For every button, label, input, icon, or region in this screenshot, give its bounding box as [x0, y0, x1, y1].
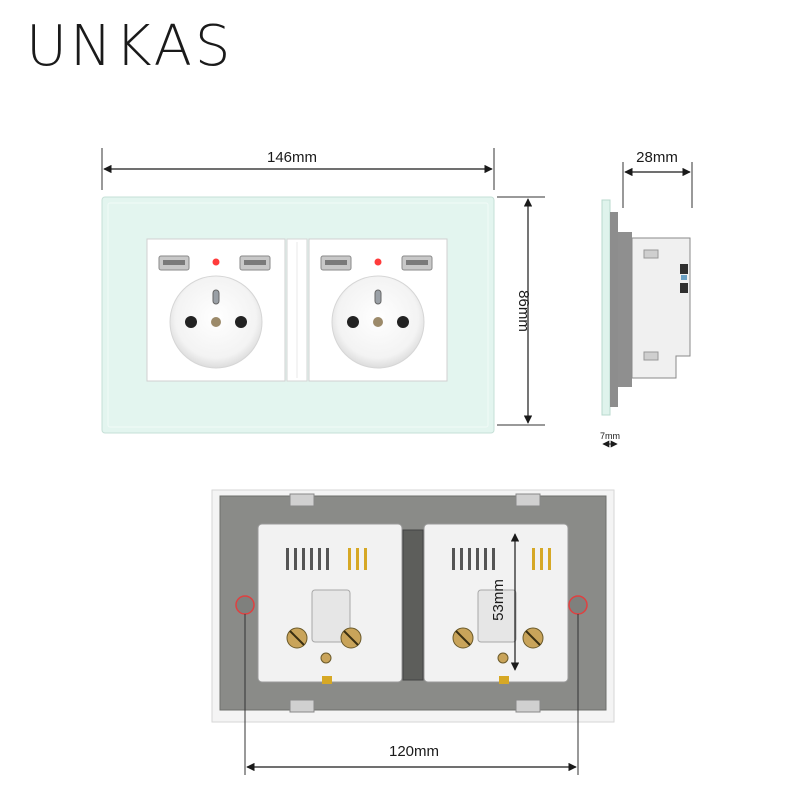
schuko-socket-left — [169, 275, 263, 369]
glass-thickness-dimension: 7mm — [600, 431, 620, 448]
front-width-dimension: 146mm — [101, 148, 495, 190]
back-height-label: 53mm — [490, 579, 507, 621]
screw-hole-marker-left — [235, 595, 255, 615]
socket-module-right — [308, 238, 448, 382]
front-view: 146mm — [101, 148, 545, 434]
indicator-led-left — [212, 258, 220, 266]
side-glass — [601, 199, 611, 416]
side-depth-label: 28mm — [636, 149, 678, 166]
glass-thickness-label: 7mm — [600, 431, 620, 441]
back-view: 53mm 120mm — [211, 489, 615, 775]
back-module-left — [257, 523, 403, 684]
side-view: 28mm 7mm — [600, 149, 693, 448]
usb-port-right-1 — [320, 255, 352, 271]
side-body — [618, 232, 691, 387]
socket-module-left — [146, 238, 286, 382]
indicator-led-right — [374, 258, 382, 266]
front-height-dimension: 86mm — [497, 196, 545, 426]
front-width-label: 146mm — [267, 149, 317, 166]
screw-hole-marker-right — [568, 595, 588, 615]
front-height-label: 86mm — [515, 290, 532, 332]
back-width-dimension: 120mm — [244, 614, 579, 775]
brand-logo: UNKAS — [26, 14, 234, 79]
back-width-label: 120mm — [389, 743, 439, 760]
side-depth-dimension: 28mm — [622, 149, 693, 208]
usb-port-left-1 — [158, 255, 190, 271]
back-module-right — [423, 523, 569, 684]
schuko-socket-right — [331, 275, 425, 369]
usb-port-left-2 — [239, 255, 271, 271]
back-height-dimension: 53mm — [490, 533, 520, 671]
usb-port-right-2 — [401, 255, 433, 271]
